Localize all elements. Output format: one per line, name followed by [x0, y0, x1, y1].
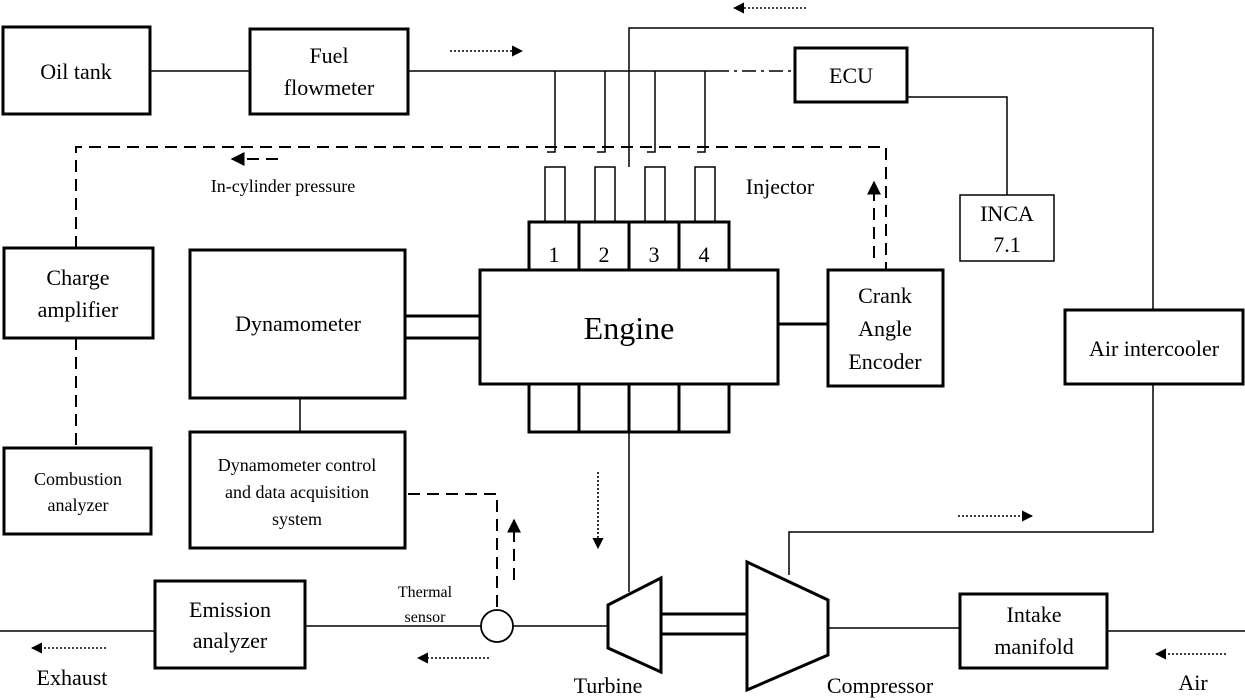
svg-text:analyzer: analyzer	[193, 628, 268, 653]
dynamometer-shaft	[403, 314, 482, 340]
oil-tank-box: Oil tank	[1, 25, 152, 116]
compressor-label: Compressor	[827, 673, 934, 698]
charge-amplifier-box: Charge amplifier	[2, 246, 155, 340]
control-to-sensor-dashed	[408, 493, 498, 612]
thermal-sensor-label-2: sensor	[405, 609, 447, 626]
svg-text:manifold: manifold	[994, 634, 1073, 659]
in-cylinder-pressure-label: In-cylinder pressure	[211, 176, 355, 196]
compressor-to-intercooler-line	[788, 384, 1154, 575]
svg-text:Encoder: Encoder	[848, 349, 922, 374]
emission-analyzer-box: Emission analyzer	[153, 579, 307, 670]
ecu-box: ECU	[793, 46, 909, 104]
intercooler-to-engine-line	[628, 27, 1154, 310]
turbine-label: Turbine	[574, 673, 643, 698]
intake-manifold-box: Intake manifold	[958, 592, 1109, 670]
svg-text:system: system	[272, 509, 322, 529]
svg-text:Emission: Emission	[189, 597, 271, 622]
svg-text:INCA: INCA	[980, 201, 1034, 226]
engine-box: Engine	[478, 268, 780, 386]
injector-feed-lines	[547, 71, 706, 153]
svg-text:analyzer: analyzer	[48, 495, 109, 515]
svg-text:Dynamometer: Dynamometer	[235, 311, 362, 336]
inca-box: INCA 7.1	[959, 194, 1055, 262]
ecu-to-inca-line	[907, 96, 1008, 195]
svg-text:Dynamometer control: Dynamometer control	[218, 455, 376, 475]
svg-text:Crank: Crank	[858, 283, 912, 308]
dynamometer-box: Dynamometer	[188, 248, 407, 400]
svg-text:Oil tank: Oil tank	[40, 59, 112, 84]
turbine-shape	[606, 575, 663, 675]
svg-text:Combustion: Combustion	[34, 469, 122, 489]
svg-text:Air intercooler: Air intercooler	[1089, 336, 1220, 361]
svg-text:Angle: Angle	[858, 316, 912, 341]
turbo-shaft	[659, 612, 749, 636]
cylinder-heads: 1 2 3 4	[527, 220, 731, 272]
air-label: Air	[1178, 670, 1208, 695]
svg-text:ECU: ECU	[829, 63, 873, 88]
svg-text:Engine: Engine	[584, 310, 675, 346]
svg-text:and data acquisition: and data acquisition	[225, 482, 369, 502]
injector-label: Injector	[746, 174, 815, 199]
exhaust-label: Exhaust	[37, 665, 108, 690]
svg-text:Charge: Charge	[46, 265, 109, 290]
cylinder-4-label: 4	[699, 242, 710, 267]
combustion-analyzer-box: Combustion analyzer	[2, 446, 153, 536]
dyno-control-box: Dynamometer control and data acquisition…	[188, 430, 407, 550]
pressure-signal-dashed	[75, 146, 887, 270]
exhaust-ports	[527, 382, 731, 434]
fuel-flowmeter-box: Fuel flowmeter	[248, 27, 410, 116]
svg-text:Intake: Intake	[1007, 602, 1062, 627]
crank-angle-encoder-box: Crank Angle Encoder	[826, 268, 945, 388]
compressor-shape	[745, 559, 830, 693]
cylinder-2-label: 2	[599, 242, 610, 267]
thermal-sensor-circle	[480, 609, 514, 643]
cylinder-1-label: 1	[549, 242, 560, 267]
air-intercooler-box: Air intercooler	[1063, 308, 1245, 386]
svg-text:Fuel: Fuel	[309, 43, 348, 68]
cylinder-3-label: 3	[649, 242, 660, 267]
svg-text:flowmeter: flowmeter	[284, 75, 375, 100]
injectors	[544, 166, 716, 223]
svg-text:7.1: 7.1	[993, 232, 1021, 257]
svg-text:amplifier: amplifier	[38, 297, 119, 322]
thermal-sensor-label-1: Thermal	[398, 584, 453, 601]
